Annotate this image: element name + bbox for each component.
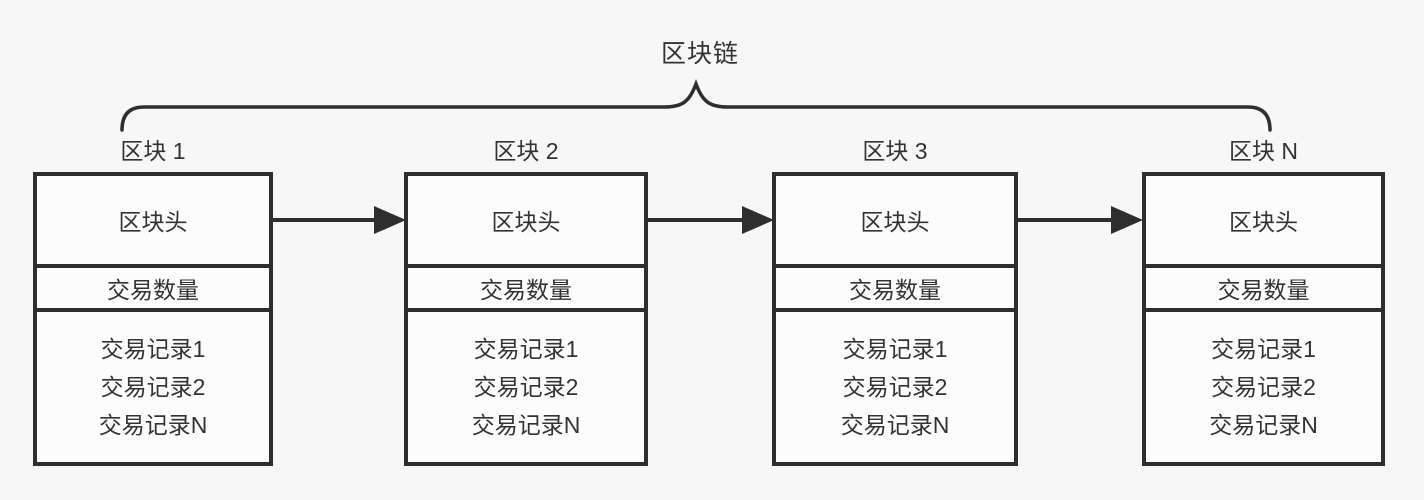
- block-n-header: 区块头: [1146, 176, 1381, 268]
- tx-record: 交易记录2: [1211, 374, 1316, 400]
- tx-record: 交易记录N: [98, 412, 208, 438]
- block-3: 区块 3 区块头 交易数量 交易记录1 交易记录2 交易记录N: [772, 136, 1018, 466]
- block-1: 区块 1 区块头 交易数量 交易记录1 交易记录2 交易记录N: [33, 136, 273, 466]
- tx-record: 交易记录1: [842, 336, 948, 362]
- block-n-box: 区块头 交易数量 交易记录1 交易记录2 交易记录N: [1142, 172, 1385, 466]
- tx-record: 交易记录1: [1211, 336, 1316, 362]
- block-2-title: 区块 2: [493, 138, 559, 164]
- chain-arrow-3: [1016, 206, 1143, 234]
- block-2-tx-records: 交易记录1 交易记录2 交易记录N: [408, 312, 644, 462]
- block-n-tx-count: 交易数量: [1146, 268, 1381, 312]
- block-3-title: 区块 3: [862, 138, 928, 164]
- block-n-title: 区块 N: [1229, 138, 1298, 164]
- tx-record: 交易记录1: [473, 336, 579, 362]
- tx-record: 交易记录N: [471, 412, 581, 438]
- chain-arrow-1: [271, 206, 406, 234]
- block-3-tx-records: 交易记录1 交易记录2 交易记录N: [776, 312, 1014, 462]
- block-2-header: 区块头: [408, 176, 644, 268]
- tx-record: 交易记录2: [473, 374, 579, 400]
- block-1-box: 区块头 交易数量 交易记录1 交易记录2 交易记录N: [33, 172, 273, 466]
- block-n-tx-records: 交易记录1 交易记录2 交易记录N: [1146, 312, 1381, 462]
- block-n: 区块 N 区块头 交易数量 交易记录1 交易记录2 交易记录N: [1142, 136, 1385, 466]
- block-1-tx-count: 交易数量: [37, 268, 269, 312]
- block-3-header: 区块头: [776, 176, 1014, 268]
- tx-record: 交易记录N: [1209, 412, 1318, 438]
- block-3-tx-count: 交易数量: [776, 268, 1014, 312]
- blockchain-brace-icon: [120, 78, 1272, 132]
- chain-arrow-2: [646, 206, 774, 234]
- tx-record: 交易记录2: [100, 374, 206, 400]
- block-2-box: 区块头 交易数量 交易记录1 交易记录2 交易记录N: [404, 172, 648, 466]
- block-1-tx-records: 交易记录1 交易记录2 交易记录N: [37, 312, 269, 462]
- tx-record: 交易记录1: [100, 336, 206, 362]
- tx-record: 交易记录N: [840, 412, 950, 438]
- tx-record: 交易记录2: [842, 374, 948, 400]
- block-1-header: 区块头: [37, 176, 269, 268]
- block-1-title: 区块 1: [120, 138, 186, 164]
- block-2-tx-count: 交易数量: [408, 268, 644, 312]
- chain-title: 区块链: [660, 40, 739, 68]
- block-3-box: 区块头 交易数量 交易记录1 交易记录2 交易记录N: [772, 172, 1018, 466]
- block-2: 区块 2 区块头 交易数量 交易记录1 交易记录2 交易记录N: [404, 136, 648, 466]
